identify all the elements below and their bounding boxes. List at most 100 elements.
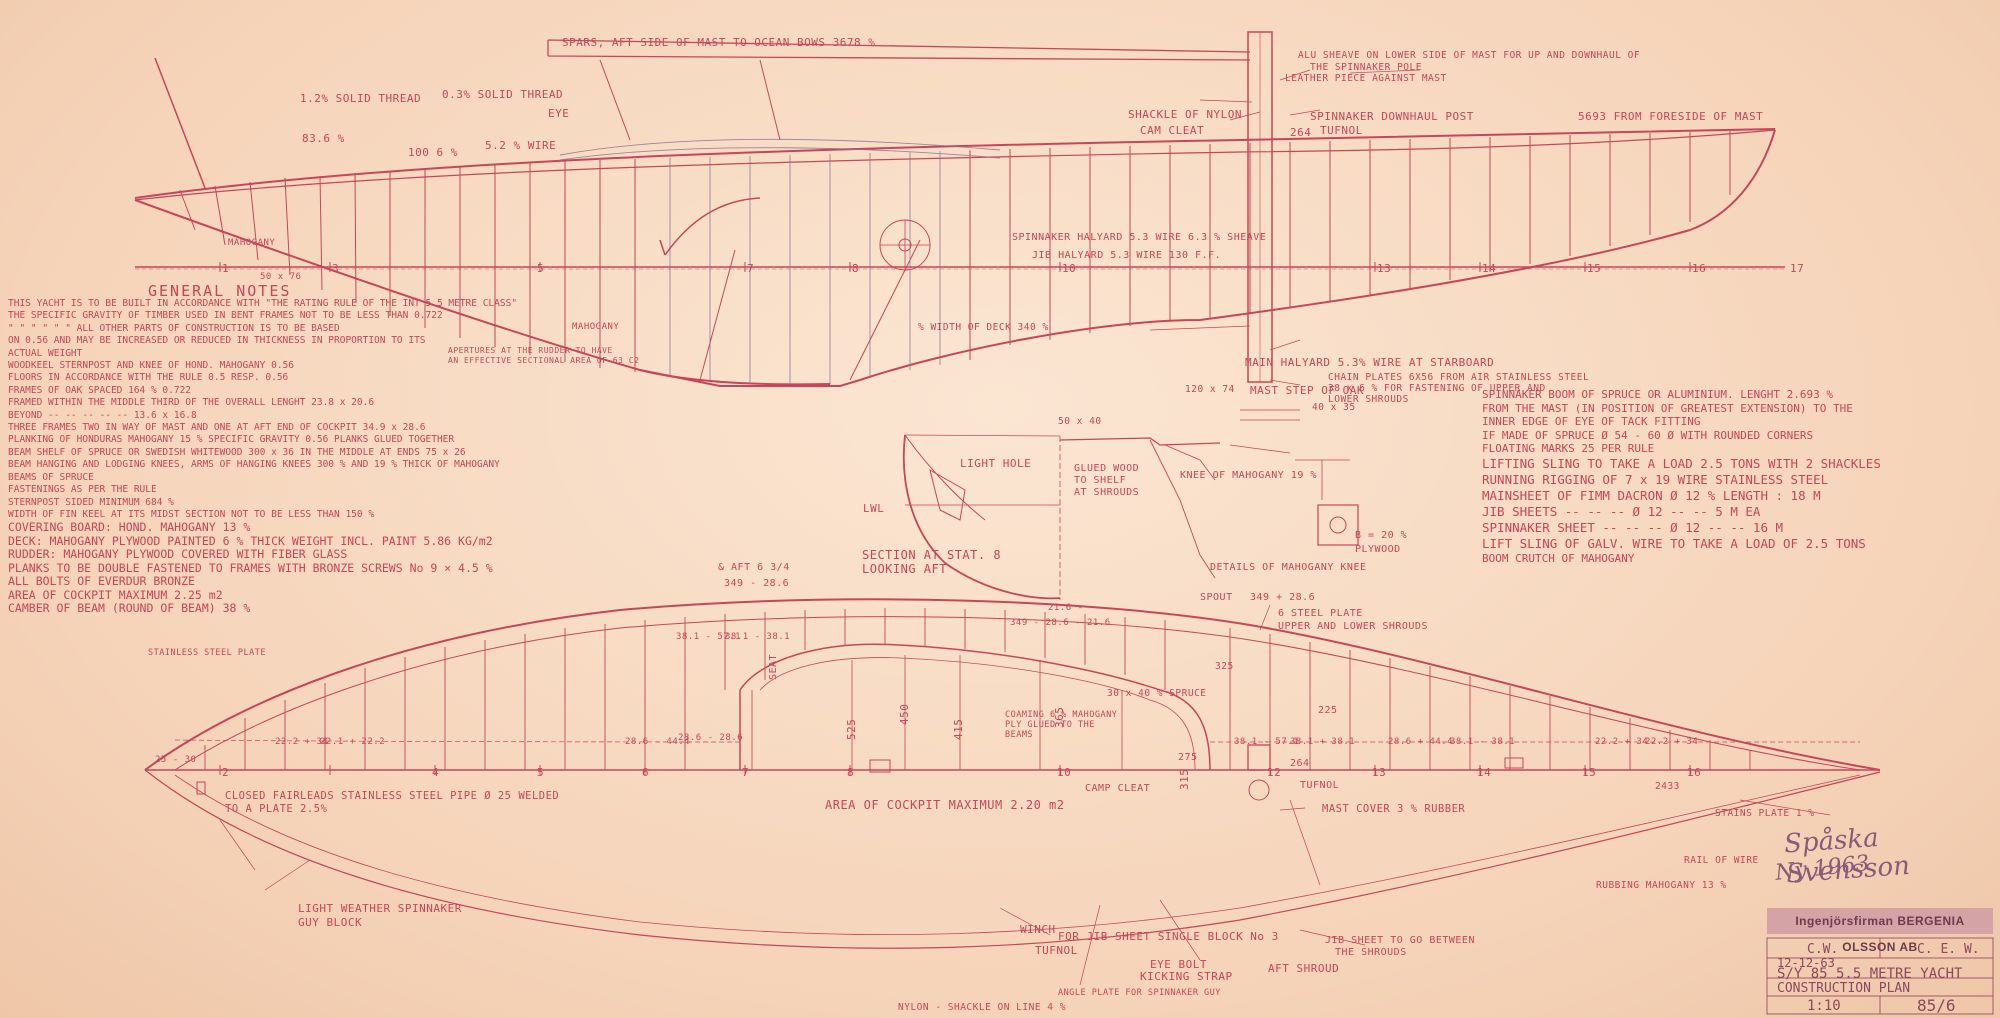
profile-frames [179,131,1731,372]
label-winch: WINCH [1020,923,1056,936]
spec-line: MAINSHEET OF FIMM DACRON Ø 12 % LENGTH :… [1482,487,1821,503]
label-mahogany-bottom: MAHOGANY [572,322,620,332]
label-nylon-shackle: NYLON - SHACKLE ON LINE 4 % [898,1002,1066,1013]
note-line: ON 0.56 AND MAY BE INCREASED OR REDUCED … [8,335,426,347]
label-plywood: PLYWOOD [1355,544,1401,555]
general-notes-title: GENERAL NOTES [148,282,292,300]
note-line: ACTUAL WEIGHT [8,347,83,359]
note-line: ALL BOLTS OF EVERDUR BRONZE [8,575,195,589]
label-plan-top: 21.6 - [1048,603,1084,613]
label-coaming-2: PLY GLUED TO THE [1005,720,1095,730]
label-aft-shroud: AFT SHROUD [1268,962,1340,975]
label-dim-top: 100 6 % [408,146,458,159]
spec-line: FLOATING MARKS 25 PER RULE [1482,442,1655,456]
label-dim-22-c: 22.2 + 34 [1595,737,1649,747]
label-dim-50x76: 50 x 76 [260,272,302,282]
label-dim-275: 275 [1178,752,1198,763]
label-spinnaker-downhaul: SPINNAKER DOWNHAUL POST [1310,110,1474,123]
label-lwl: LWL [863,502,885,515]
label-dim-38-4: 38.1 + 38.1 [1290,737,1356,747]
label-dim-525: 525 [845,718,858,740]
label-spinnaker-guy: LIGHT WEATHER SPINNAKER [298,902,462,915]
section-looking-aft: LOOKING AFT [862,562,947,576]
label-thread-2: 0.3% SOLID THREAD [442,88,564,101]
station-3: 3 [332,262,340,275]
label-plan-b: 38.1 - 38.1 [725,632,791,642]
drawn-by: C.W. [1807,942,1839,957]
profile-counter [859,129,1776,381]
station-14: 14 [1482,262,1497,275]
section-title: SECTION AT STAT. 8 [862,548,1002,562]
plan-station-12: 12 [1267,766,1282,779]
station-7: 7 [747,262,755,275]
note-line: BEAM SHELF OF SPRUCE OR SWEDISH WHITEWOO… [8,446,466,458]
label-leather-piece: LEATHER PIECE AGAINST MAST [1285,73,1447,84]
rigging-specifications: SPINNAKER BOOM OF SPRUCE OR ALUMINIUM. L… [1482,388,1992,566]
plan-inner-outline [174,616,1861,771]
label-the-shrouds: THE SHROUDS [1335,947,1407,958]
note-line: FLOORS IN ACCORDANCE WITH THE RULE 0.5 R… [8,372,289,384]
note-line: BEYOND -- -- -- -- -- 13.6 x 16.8 [8,409,197,421]
drawing-title: CONSTRUCTION PLAN [1777,981,1911,996]
yacht-name: S/Y 85 5.5 METRE YACHT [1777,966,1963,982]
note-line: PLANKS TO BE DOUBLE FASTENED TO FRAMES W… [8,561,493,575]
label-dim-38-b: 38.1 - 38.1 [1450,737,1516,747]
spec-line: FROM THE MAST (IN POSITION OF GREATEST E… [1482,401,1853,415]
label-lower-shrouds: LOWER SHROUDS [1328,394,1409,405]
label-spinnaker-halyard: SPINNAKER HALYARD 5.3 WIRE 6.3 % SHEAVE [1012,232,1267,243]
spec-line: SPINNAKER BOOM OF SPRUCE OR ALUMINIUM. L… [1482,388,1833,401]
label-cam-cleat: CAM CLEAT [1140,124,1205,137]
company-name: Ingenjörsfirman BERGENIA OLSSON AB [1767,908,1993,954]
note-aft: APERTURES AT THE RUDDER TO HAVE [448,346,613,355]
label-glued-wood: GLUED WOOD [1074,463,1140,474]
label-coaming: COAMING 6 % MAHOGANY [1005,710,1118,720]
station-13: 13 [1377,262,1392,275]
note-line: BEAMS OF SPRUCE [8,471,94,483]
label-chain-plates: CHAIN PLATES 6X56 FROM AIR STAINLESS STE… [1328,372,1590,383]
label-kicking-strap: KICKING STRAP [1140,970,1233,983]
plan-lower-hull [144,769,1881,949]
knee-detail [1240,409,1300,421]
plan-station-7: 7 [742,766,750,779]
drawing-number: 85/6 [1917,996,1956,1015]
label-dim-225: 225 [1318,705,1338,716]
profile-deck-line [134,129,1776,201]
label-spout: SPOUT [1200,592,1233,603]
label-stainless-plate-2: STAINS PLATE 1 % [1715,808,1815,819]
plan-station-8: 8 [847,766,855,779]
label-stainless-plate: STAINLESS STEEL PLATE [148,648,266,658]
plan-station-15: 15 [1582,766,1597,779]
label-eye-bolt: EYE BOLT [1150,958,1207,971]
spec-line: JIB SHEETS -- -- -- Ø 12 -- -- 5 M EA [1482,503,1761,519]
label-dim-22-2: 22.2 + 34 [275,737,329,747]
label-dim-22-1: 22.1 + 22.2 [320,737,386,747]
station-5: 5 [537,262,545,275]
plan-station-ticks [219,765,1691,775]
label-at-shrouds: AT SHROUDS [1074,487,1140,498]
station-15: 15 [1587,262,1602,275]
note-line: THE SPECIFIC GRAVITY OF TIMBER USED IN B… [8,310,443,322]
label-tufnol-3: TUFNOL [1035,944,1078,957]
station-1: 1 [222,262,230,275]
label-to-a-plate: TO A PLATE 2.5% [225,803,328,815]
label-seat: SEAT [768,653,779,680]
plan-station-16: 16 [1687,766,1702,779]
label-coaming-3: BEAMS [1005,730,1034,740]
note-line: FASTENINGS AS PER THE RULE [8,484,157,496]
label-dim-450: 450 [898,703,911,725]
title-block: Ingenjörsfirman BERGENIA OLSSON AB C.W. … [1767,904,1993,1015]
note-aft-2: AN EFFECTIVE SECTIONAL AREA OF 63 C2 [448,356,640,365]
label-dim-30x40-spruce: 30 x 40 % SPRUCE [1107,688,1207,699]
note-line: DECK: MAHOGANY PLYWOOD PAINTED 6 % THICK… [8,534,493,548]
profile-sheer-line [134,128,1776,199]
label-details-knee: DETAILS OF MAHOGANY KNEE [1210,562,1367,573]
label-spinnaker-pole: THE SPINNAKER POLE [1310,62,1422,73]
plan-station-13: 13 [1372,766,1387,779]
spec-line: INNER EDGE OF EYE OF TACK FITTING [1482,415,1701,429]
spec-line: LIFTING SLING TO TAKE A LOAD 2.5 TONS WI… [1482,455,1881,471]
label-tufnol-top: TUFNOL [1320,124,1363,137]
note-line: BEAM HANGING AND LODGING KNEES, ARMS OF … [8,459,500,471]
label-dim-40x35: 40 x 35 [1312,402,1356,413]
label-camp-cleat: CAMP CLEAT [1085,783,1151,794]
label-plan-top-2: 349 - 28.6 - 21.6 [1010,618,1111,628]
